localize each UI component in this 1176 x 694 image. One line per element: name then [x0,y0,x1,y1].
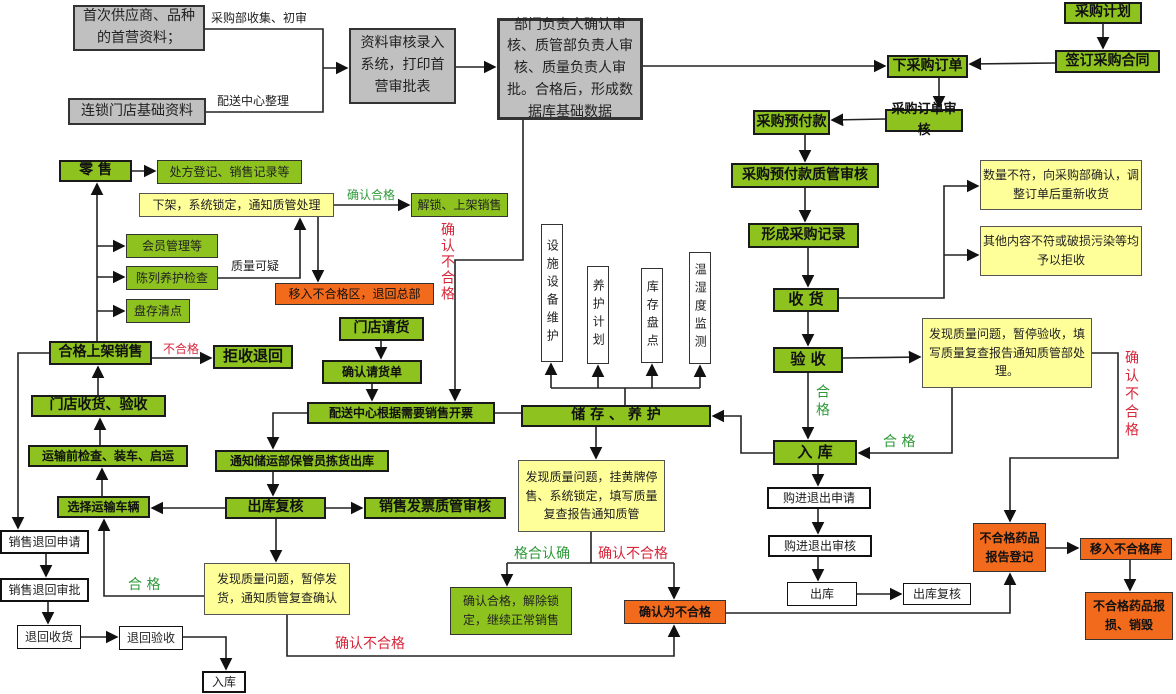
ok-inspect-vertical-label: 合格 [814,384,830,420]
return-apply-box: 购进退出申请 [767,487,871,509]
confirm-nonconf-vertical-label: 确认不合格 [439,222,455,302]
temp-humidity-box: 温湿度监测 [689,252,711,364]
first-supplier-box: 首次供应商、品种的首营资料； [73,5,205,51]
ship-issue-box: 发现质量问题，暂停发货，通知质管复查确认 [204,563,350,615]
qty-mismatch-box: 数量不符，向采购部确认，调整订单后重新收货 [980,160,1142,210]
out-check-box: 出库复核 [903,583,971,605]
confirm-ok-unlock-box: 确认合格，解除锁定，继续正常销售 [450,587,572,635]
purchase-plan-box: 采购计划 [1064,2,1142,24]
stocktake-box: 库存盘点 [641,268,663,363]
out-recheck-box: 出库复核 [225,497,326,519]
confirm-nonconf-ship-label: 确认不合格 [335,636,405,652]
other-reject-box: 其他内容不符或破损污染等均予以拒收 [980,226,1142,276]
order-review-box: 采购订单审核 [885,102,963,138]
store-receive-box: 门店收货、验收 [31,395,166,417]
inspect-box: 验 收 [773,347,843,373]
offshelf-box: 下架，系统锁定，通知质管处理 [139,193,334,217]
invoice-qa-box: 销售发票质管审核 [364,497,506,519]
confirm-nonconf-box: 确认为不合格 [624,600,726,624]
storage-issue-box: 发现质量问题，挂黄牌停售、系统锁定，填写质量复查报告通知质管 [518,460,665,532]
pre-transport-box: 运输前检查、装车、启运 [28,445,188,467]
reject-return-box: 拒收退回 [213,345,293,369]
warehouse-in-box: 入 库 [773,440,857,465]
place-order-box: 下采购订单 [887,55,968,78]
storage-box: 储 存 、 养 护 [521,405,711,427]
shelf-sale-box: 合格上架销售 [49,341,152,365]
sales-return-apply-box: 销售退回申请 [0,530,89,554]
ok-ship-label: 合 格 [128,577,161,593]
facility-box: 设施设备维护 [541,224,563,362]
suspicious-label: 质量可疑 [231,259,280,273]
dc-organize-label: 配送中心整理 [217,94,290,108]
return-in-box: 入库 [202,671,246,693]
dc-billing-box: 配送中心根据需要销售开票 [307,402,495,424]
confirm-request-box: 确认请货单 [322,360,422,384]
confirm-nonconf-right-label: 确认不合格 [1123,350,1139,440]
receive-box: 收 货 [773,288,839,312]
notify-pick-box: 通知储运部保管员拣货出库 [215,450,389,472]
collect-label: 采购部收集、初审 [211,11,308,25]
return-inspect-box: 退回验收 [119,626,183,650]
retail-box: 零 售 [59,160,132,182]
return-review-box: 购进退出审核 [768,535,872,557]
prescription-box: 处方登记、销售记录等 [157,160,302,184]
prepay-box: 采购预付款 [753,110,830,135]
confirm-ok-label: 确认合格 [347,188,396,202]
member-box: 会员管理等 [126,234,218,258]
inventory-box: 盘存清点 [126,299,190,323]
ok-storage-label: 格合认确 [514,546,570,562]
care-plan-box: 养护计划 [587,266,609,364]
unlock-sale-box: 解锁、上架销售 [411,193,508,217]
move-nonconf-box: 移入不合格库 [1080,538,1172,560]
inspect-issue-box: 发现质量问题，暂停验收，填写质量复查报告通知质管部处理。 [922,318,1092,388]
out-box: 出库 [787,582,857,606]
dept-review-box: 部门负责人确认审核、质管部负责人审核、质量负责人审批。合格后，形成数据库基础数据 [497,17,643,120]
move-nonconf-area-box: 移入不合格区，退回总部 [275,283,434,305]
select-vehicle-box: 选择运输车辆 [57,496,150,518]
display-check-box: 陈列养护检查 [126,266,218,290]
prepay-qa-box: 采购预付款质管审核 [731,163,879,188]
nonconf-label: 不合格 [163,342,200,356]
store-base-box: 连锁门店基础资料 [68,98,206,125]
sign-contract-box: 签订采购合同 [1055,50,1160,73]
purchase-record-box: 形成采购记录 [748,223,859,248]
destroy-box: 不合格药品报损、销毁 [1085,592,1173,640]
sales-return-approve-box: 销售退回审批 [0,578,89,602]
ok-inspect-label: 合 格 [883,434,916,450]
nonconf-report-box: 不合格药品报告登记 [973,523,1046,572]
confirm-nonconf-storage-label: 确认不合格 [598,546,668,562]
return-receive-box: 退回收货 [17,625,81,649]
store-request-box: 门店请货 [339,317,424,341]
data-review-box: 资料审核录入系统，打印首营审批表 [349,28,456,104]
